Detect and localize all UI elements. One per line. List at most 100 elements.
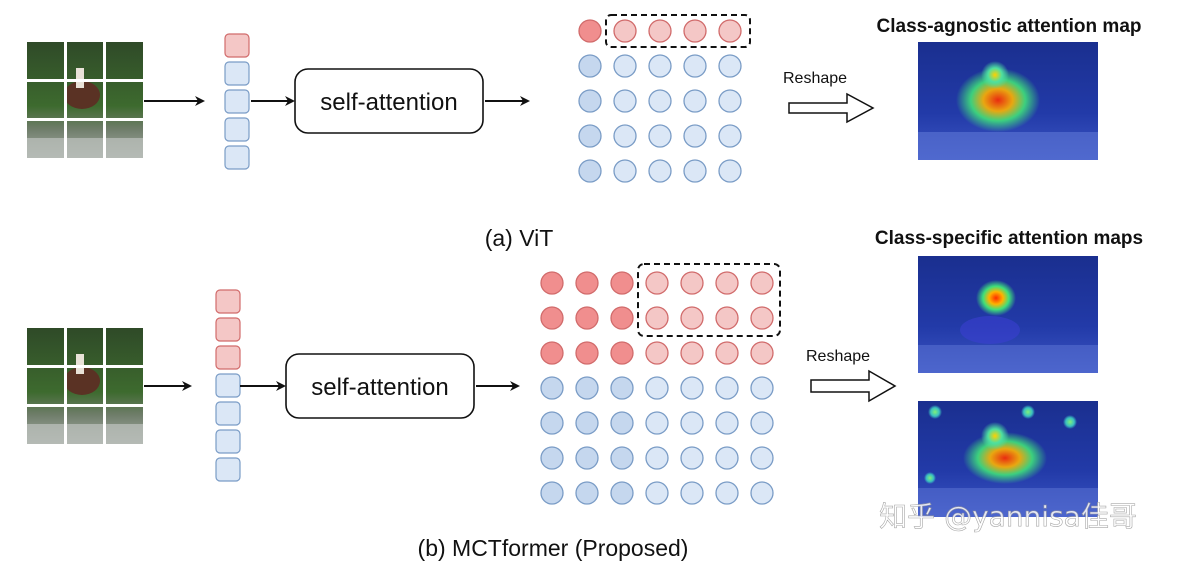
mct-patch-attention-cell [680, 446, 704, 470]
mct-patch-attention-cell [645, 376, 669, 400]
mct-patch-token [215, 457, 241, 482]
mct-patch-token [215, 373, 241, 398]
vit-patch-attention-cell [613, 159, 637, 183]
vit-patch-attention-cell [718, 89, 742, 113]
mct-class-attention-cell [645, 271, 669, 295]
vit-patch-attention-cell [613, 54, 637, 78]
mct-patch-attention-cell [575, 376, 599, 400]
mct-panel: self-attention Reshape Class-specific at… [27, 228, 1143, 561]
mct-class-attention-cell [750, 306, 774, 330]
vit-patch-attention-cell [683, 54, 707, 78]
mct-class-attention-cell [540, 341, 564, 365]
mct-class-attention-cell [715, 306, 739, 330]
mct-class-attention-cell [680, 341, 704, 365]
vit-patch-attention-cell [648, 159, 672, 183]
mct-class-attention-cell [750, 271, 774, 295]
mct-highlight-box [637, 263, 781, 337]
vit-patch-token [224, 89, 250, 114]
watermark: 知乎 @yannisa佳哥 [879, 500, 1137, 533]
vit-patch-attention-cell [683, 89, 707, 113]
vit-attention-matrix [578, 19, 742, 183]
mct-patch-attention-cell [645, 411, 669, 435]
mct-patch-attention-cell [750, 481, 774, 505]
vit-self-attention-box [294, 68, 484, 134]
vit-patch-attention-cell [648, 89, 672, 113]
vit-class-attention-cell [613, 19, 637, 43]
mct-patch-attention-cell [715, 446, 739, 470]
mct-patch-attention-cell [610, 376, 634, 400]
vit-patch-token [224, 117, 250, 142]
vit-class-attention-cell [648, 19, 672, 43]
mct-patch-attention-cell [610, 446, 634, 470]
vit-panel: self-attention Reshape Class-agnostic at… [27, 14, 1142, 251]
mct-class-attention-cell [680, 271, 704, 295]
mct-class-attention-cell [715, 271, 739, 295]
mct-class-attention-cell [680, 306, 704, 330]
mct-class-attention-cell [645, 341, 669, 365]
mct-class-attention-cell [575, 341, 599, 365]
mct-map-title: Class-specific attention maps [875, 228, 1143, 249]
vit-token-stack [224, 33, 250, 170]
mct-class-attention-cell [575, 306, 599, 330]
vit-patch-attention-cell [683, 124, 707, 148]
mct-patch-attention-cell [575, 411, 599, 435]
mct-class-attention-cell [750, 341, 774, 365]
mct-class-attention-cell [610, 271, 634, 295]
vit-reshape-label: Reshape [783, 70, 847, 87]
mct-patch-attention-cell [645, 446, 669, 470]
mct-patch-attention-cell [715, 376, 739, 400]
mct-patch-attention-cell [540, 481, 564, 505]
vit-patch-attention-cell [718, 159, 742, 183]
mct-heatmap-image-1 [918, 256, 1098, 373]
vit-patch-attention-cell [613, 89, 637, 113]
vit-map-title: Class-agnostic attention map [877, 16, 1142, 37]
mct-class-token [215, 317, 241, 342]
mct-patch-attention-cell [680, 411, 704, 435]
mct-class-attention-cell [610, 341, 634, 365]
vit-patch-token [224, 145, 250, 170]
vit-patch-attention-cell [683, 159, 707, 183]
vit-patch-attention-cell [718, 54, 742, 78]
mct-class-attention-cell [645, 306, 669, 330]
mct-patch-attention-cell [575, 481, 599, 505]
mct-attention-matrix [540, 271, 774, 505]
mct-patch-attention-cell [715, 481, 739, 505]
mct-class-attention-cell [610, 306, 634, 330]
vit-class-token [224, 33, 250, 58]
mct-patch-attention-cell [715, 411, 739, 435]
vit-heatmap-image [918, 42, 1098, 160]
mct-patch-attention-cell [645, 481, 669, 505]
vit-self-attention-label: self-attention [320, 89, 457, 116]
mct-class-attention-cell [540, 306, 564, 330]
mct-patch-attention-cell [680, 481, 704, 505]
vit-input-image [27, 42, 143, 158]
mct-patch-attention-cell [750, 411, 774, 435]
mct-patch-token [215, 401, 241, 426]
vit-class-attention-cell [718, 19, 742, 43]
mct-class-attention-cell [715, 341, 739, 365]
mct-class-attention-cell [575, 271, 599, 295]
mct-patch-attention-cell [575, 446, 599, 470]
mct-patch-attention-cell [750, 376, 774, 400]
vit-reshape-arrow [788, 92, 875, 124]
vit-patch-attention-cell [718, 124, 742, 148]
vit-patch-attention-cell [578, 89, 602, 113]
vit-class-attention-cell [578, 19, 602, 43]
vit-patch-attention-cell [648, 124, 672, 148]
mct-patch-attention-cell [540, 376, 564, 400]
vit-class-attention-cell [683, 19, 707, 43]
mct-patch-attention-cell [610, 411, 634, 435]
mct-self-attention-label: self-attention [311, 374, 448, 401]
mct-patch-attention-cell [680, 376, 704, 400]
mct-reshape-label: Reshape [806, 348, 870, 365]
mct-patch-attention-cell [540, 411, 564, 435]
vit-patch-token [224, 61, 250, 86]
mct-reshape-arrow [810, 369, 897, 403]
mct-class-token [215, 345, 241, 370]
mct-patch-attention-cell [750, 446, 774, 470]
vit-patch-attention-cell [613, 124, 637, 148]
vit-caption: (a) ViT [485, 225, 554, 251]
mct-caption: (b) MCTformer (Proposed) [418, 535, 689, 561]
vit-patch-attention-cell [648, 54, 672, 78]
